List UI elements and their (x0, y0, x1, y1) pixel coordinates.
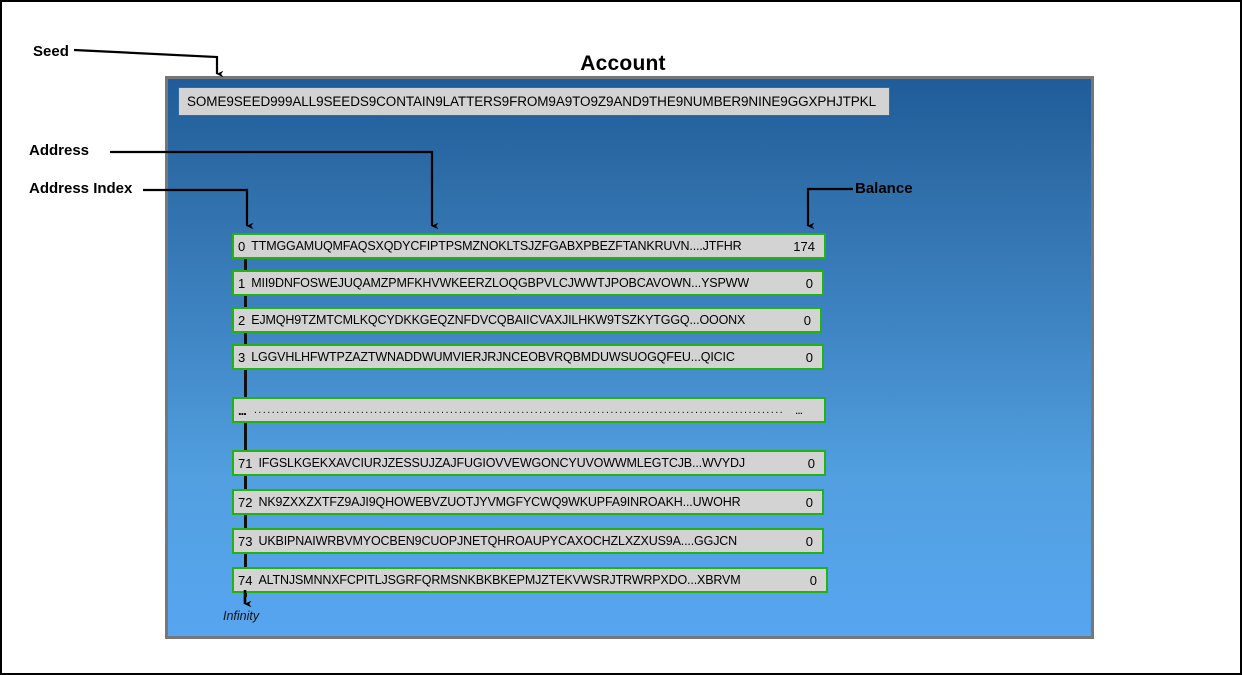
chain-connector (244, 333, 247, 344)
address-index-cell: 73 (238, 533, 253, 549)
table-row[interactable]: 74 ALTNJSMNNXFCPITLJSGRFQRMSNKBKBKEPMJZTE… (232, 567, 828, 593)
ellipsis-right: ... (794, 403, 803, 417)
chain-connector (244, 296, 247, 307)
label-infinity: Infinity (223, 609, 260, 623)
table-row[interactable]: 3 LGGVHLHFWTPZAZTWNADDWUMVIERJRJNCEOBVRQB… (232, 344, 824, 370)
seed-value-box[interactable]: SOME9SEED999ALL9SEEDS9CONTAIN9LATTERS9FR… (178, 87, 890, 116)
seed-value-text: SOME9SEED999ALL9SEEDS9CONTAIN9LATTERS9FR… (187, 94, 876, 109)
address-index-cell: 1 (238, 275, 246, 291)
address-index-cell: 74 (238, 572, 253, 588)
chain-connector (244, 554, 247, 567)
address-cell: IFGSLKGEKXAVCIURJZESSUJZAJFUGIOVVEWGONCY… (258, 456, 745, 470)
balance-cell: 0 (805, 533, 813, 549)
address-index-cell: 2 (238, 312, 246, 328)
address-index-cell: 72 (238, 494, 253, 510)
chain-connector (244, 370, 247, 397)
address-cell: ALTNJSMNNXFCPITLJSGRFQRMSNKBKBKEPMJZTEKV… (258, 573, 741, 587)
table-row[interactable]: 2 EJMQH9TZMTCMLKQCYDKKGEQZNFDVCQBAIICVAXJ… (232, 307, 822, 333)
balance-cell: 0 (809, 572, 817, 588)
table-row[interactable]: 72 NK9ZXXZXTFZ9AJI9QHOWEBVZUOTJYVMGFYCWQ9… (232, 489, 824, 515)
label-address: Address (29, 142, 90, 159)
balance-cell: 174 (793, 238, 815, 254)
label-address-index: Address Index (29, 180, 133, 197)
chain-connector (244, 423, 247, 450)
address-index-cell: 0 (238, 238, 246, 254)
address-cell: MII9DNFOSWEJUQAMZPMFKHVWKEERZLOQGBPVLCJW… (251, 276, 749, 290)
ellipsis-left: ... (238, 402, 247, 418)
table-row-ellipsis: ........................................… (232, 397, 826, 423)
table-row[interactable]: 73 UKBIPNAIWRBVMYOCBEN9CUOPJNETQHROAUPYCA… (232, 528, 824, 554)
address-cell: NK9ZXXZXTFZ9AJI9QHOWEBVZUOTJYVMGFYCWQ9WK… (258, 495, 741, 509)
table-row[interactable]: 71 IFGSLKGEKXAVCIURJZESSUJZAJFUGIOVVEWGON… (232, 450, 826, 476)
ellipsis-dots: ........................................… (253, 404, 785, 416)
balance-cell: 0 (803, 312, 811, 328)
balance-cell: 0 (805, 275, 813, 291)
address-cell: LGGVHLHFWTPZAZTWNADDWUMVIERJRJNCEOBVRQBM… (251, 350, 735, 364)
balance-cell: 0 (807, 455, 815, 471)
address-cell: UKBIPNAIWRBVMYOCBEN9CUOPJNETQHROAUPYCAXO… (258, 534, 738, 548)
table-row[interactable]: 1 MII9DNFOSWEJUQAMZPMFKHVWKEERZLOQGBPVLCJ… (232, 270, 824, 296)
chain-connector (244, 515, 247, 528)
page-title: Account (580, 52, 666, 75)
chain-connector (244, 476, 247, 489)
label-balance: Balance (855, 180, 913, 197)
balance-cell: 0 (805, 494, 813, 510)
address-cell: EJMQH9TZMTCMLKQCYDKKGEQZNFDVCQBAIICVAXJI… (251, 313, 746, 327)
address-index-cell: 3 (238, 349, 246, 365)
chain-connector-tail (244, 593, 247, 597)
address-index-cell: 71 (238, 455, 253, 471)
chain-connector (244, 259, 247, 270)
address-cell: TTMGGAMUQMFAQSXQDYCFIPTPSMZNOKLTSJZFGABX… (251, 239, 742, 253)
table-row[interactable]: 0 TTMGGAMUQMFAQSXQDYCFIPTPSMZNOKLTSJZFGAB… (232, 233, 826, 259)
balance-cell: 0 (805, 349, 813, 365)
label-seed: Seed (33, 43, 69, 60)
